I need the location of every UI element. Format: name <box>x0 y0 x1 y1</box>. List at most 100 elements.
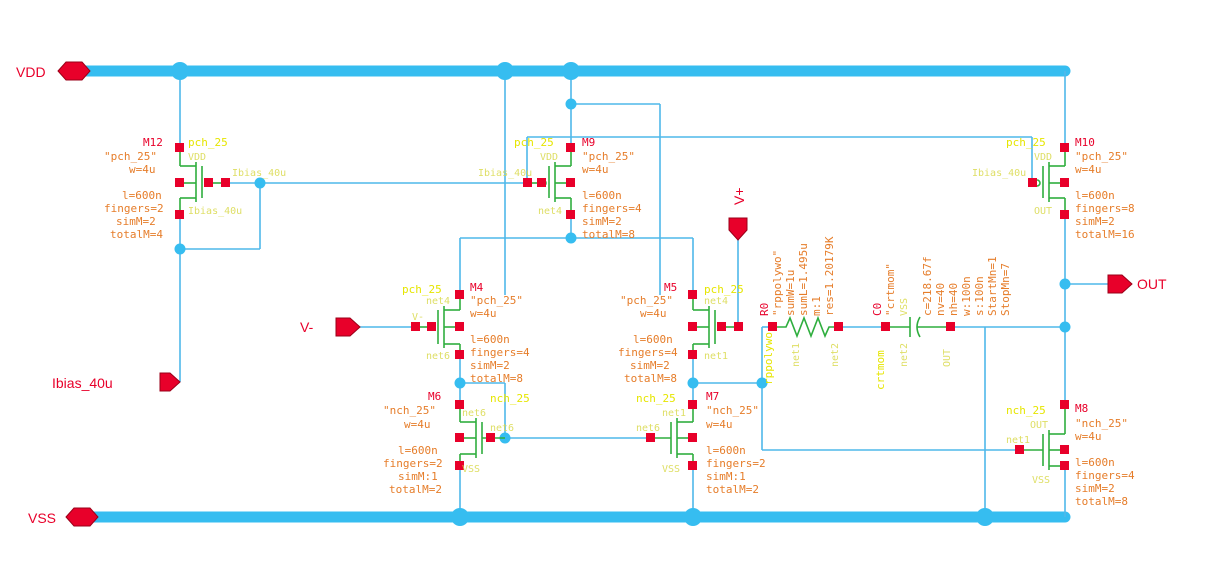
m10-fingers: fingers=8 <box>1075 202 1135 215</box>
m5-inst: M5 <box>664 281 677 294</box>
c0-inst: C0 <box>871 303 884 316</box>
pin-squares <box>175 143 1069 470</box>
c0-model: crtmom <box>874 350 887 390</box>
vdd-pin-label: VDD <box>16 64 46 80</box>
m5-cell: "pch_25" <box>620 294 673 307</box>
m5-sim: simM=2 <box>630 359 670 372</box>
m6-fingers: fingers=2 <box>383 457 443 470</box>
m4-term-g: V- <box>412 312 424 323</box>
m4-total: totalM=8 <box>470 372 523 385</box>
m12-cell: "pch_25" <box>104 150 157 163</box>
m12-inst: M12 <box>143 136 163 149</box>
m12-term-g: Ibias_40u <box>232 168 286 179</box>
m4-model: pch_25 <box>402 283 442 296</box>
m12-l: l=600n <box>122 189 162 202</box>
m8-labels: nch_25 M8 "nch_25" OUT w=4u net1 l=600n … <box>1006 402 1135 508</box>
m9-term-g: Ibias_40u <box>478 168 532 179</box>
m6-total: totalM=2 <box>389 483 442 496</box>
r0-term-b: net2 <box>830 343 841 367</box>
m4-cell: "pch_25" <box>470 294 523 307</box>
m12-term-d: Ibias_40u <box>188 206 242 217</box>
m5-w: w=4u <box>640 307 667 320</box>
c0-symbol[interactable] <box>885 316 950 338</box>
m7-total: totalM=2 <box>706 483 759 496</box>
m9-fingers: fingers=4 <box>582 202 642 215</box>
m6-cell: "nch_25" <box>383 404 436 417</box>
m7-labels: nch_25 M7 "nch_25" net1 w=4u net6 l=600n… <box>636 390 766 496</box>
c0-startmn: StartMn=1 <box>986 256 999 316</box>
m10-sim: simM=2 <box>1075 215 1115 228</box>
c0-term-b: OUT <box>942 349 953 367</box>
vdd-pin[interactable]: VDD <box>16 61 91 81</box>
ibias-pin[interactable]: Ibias_40u <box>52 372 181 392</box>
m7-l: l=600n <box>706 444 746 457</box>
m12-w: w=4u <box>129 163 156 176</box>
m12-fingers: fingers=2 <box>104 202 164 215</box>
m12-labels: M12 pch_25 "pch_25" VDD w=4u Ibias_40u l… <box>104 136 286 241</box>
m10-l: l=600n <box>1075 189 1115 202</box>
m9-inst: M9 <box>582 136 595 149</box>
m7-model: nch_25 <box>636 392 676 405</box>
r0-m: m:1 <box>810 296 823 316</box>
m6-labels: M6 nch_25 "nch_25" net6 w=4u net6 l=600n… <box>383 390 530 496</box>
m5-l: l=600n <box>633 333 673 346</box>
m8-term-s: VSS <box>1032 475 1050 486</box>
ibias-pin-label: Ibias_40u <box>52 375 113 391</box>
m9-term-s: VDD <box>540 152 558 163</box>
m5-fingers: fingers=4 <box>618 346 678 359</box>
m12-sim: simM=2 <box>116 215 156 228</box>
r0-term-a: net1 <box>791 343 802 367</box>
m4-inst: M4 <box>470 281 484 294</box>
m9-sim: simM=2 <box>582 215 622 228</box>
m12-model: pch_25 <box>188 136 228 149</box>
r0-symbol[interactable] <box>772 315 838 339</box>
m4-fingers: fingers=4 <box>470 346 530 359</box>
m6-term-g: net6 <box>490 423 514 434</box>
m8-l: l=600n <box>1075 456 1115 469</box>
m8-term-g: net1 <box>1006 435 1030 446</box>
m5-labels: M5 pch_25 "pch_25" net4 w=4u l=600n fing… <box>618 281 744 385</box>
m7-term-s: VSS <box>662 464 680 475</box>
m6-term-d: net6 <box>462 408 486 419</box>
m7-fingers: fingers=2 <box>706 457 766 470</box>
vminus-pin[interactable]: V- <box>300 317 361 337</box>
m9-l: l=600n <box>582 189 622 202</box>
m7-sim: simM:1 <box>706 470 746 483</box>
m9-labels: pch_25 M9 "pch_25" VDD w=4u Ibias_40u l=… <box>478 136 642 241</box>
r0-inst: R0 <box>758 303 771 316</box>
m12-term-s: VDD <box>188 152 206 163</box>
m6-sim: simM:1 <box>398 470 438 483</box>
c0-c: c=218.67f <box>921 256 934 316</box>
m9-total: totalM=8 <box>582 228 635 241</box>
m4-sim: simM=2 <box>470 359 510 372</box>
m4-w: w=4u <box>470 307 497 320</box>
junction-dots <box>171 62 1071 526</box>
m10-w: w=4u <box>1075 163 1102 176</box>
m9-cell: "pch_25" <box>582 150 635 163</box>
m8-w: w=4u <box>1075 430 1102 443</box>
m5-term-s: net4 <box>704 296 728 307</box>
c0-nh: nh=40 <box>947 283 960 316</box>
r0-res: res=1.20179K <box>823 236 836 316</box>
m8-inst: M8 <box>1075 402 1088 415</box>
vss-pin[interactable]: VSS <box>28 507 99 527</box>
m7-inst: M7 <box>706 390 719 403</box>
m4-labels: pch_25 M4 net4 "pch_25" w=4u V- l=600n f… <box>402 281 530 385</box>
m5-model: pch_25 <box>704 283 744 296</box>
m6-term-s: VSS <box>462 464 480 475</box>
vplus-pin-label: V+ <box>731 187 747 205</box>
m7-w: w=4u <box>706 418 733 431</box>
r0-model: rppolywo <box>762 332 775 385</box>
m4-term-s: net4 <box>426 296 450 307</box>
out-pin[interactable]: OUT <box>1107 274 1167 294</box>
vplus-pin[interactable]: V+ <box>728 187 748 241</box>
c0-term-vss: VSS <box>899 298 910 316</box>
r0-sumw: sumW=1u <box>784 270 797 316</box>
m10-term-d: OUT <box>1034 206 1052 217</box>
c0-w: w:100n <box>960 276 973 316</box>
m5-total: totalM=8 <box>624 372 677 385</box>
m9-term-d: net4 <box>538 206 562 217</box>
m8-model: nch_25 <box>1006 404 1046 417</box>
r0-cell: "rppolywo" <box>771 250 784 316</box>
vminus-pin-label: V- <box>300 319 314 335</box>
